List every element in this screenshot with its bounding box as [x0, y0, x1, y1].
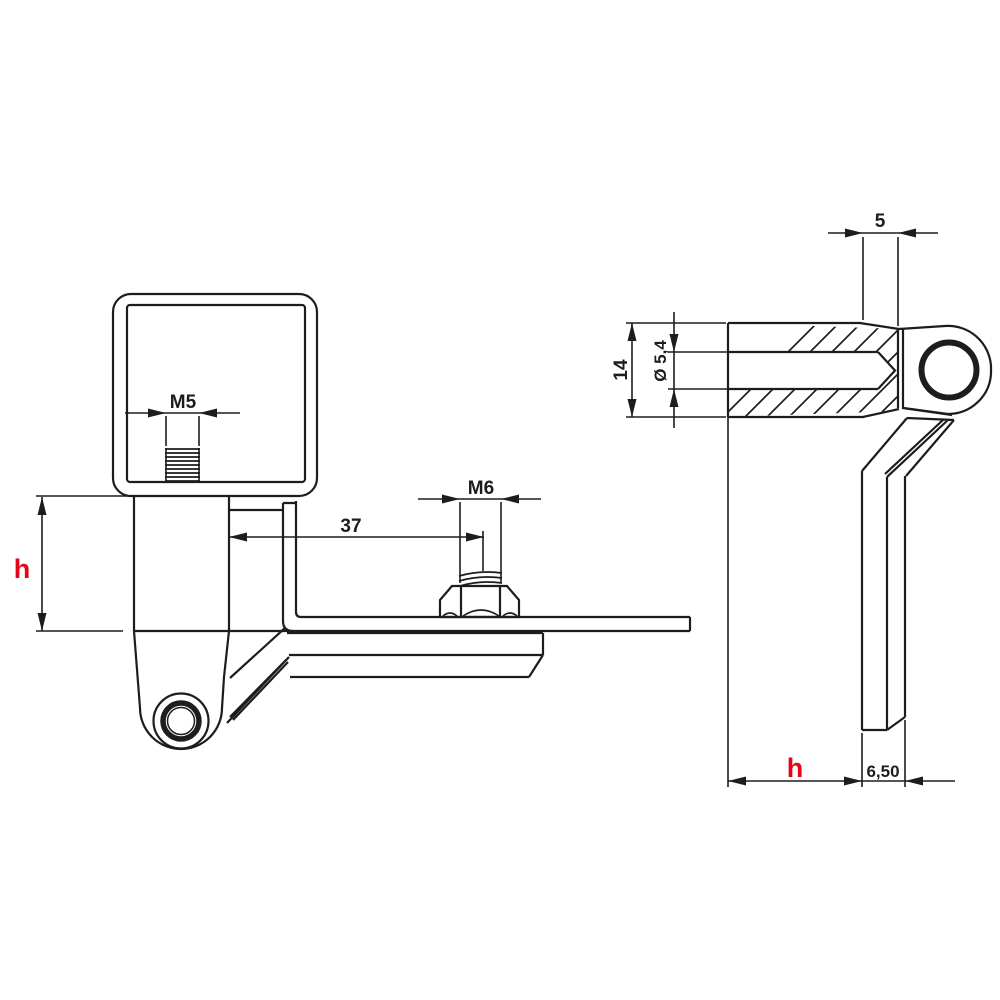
flange-top-line — [301, 615, 692, 631]
h-dimension-lines-front — [36, 495, 133, 632]
square-tube-outer — [111, 292, 319, 498]
thickness-arrow-right — [905, 776, 923, 786]
front-dark-labels: M5 37 M6 — [170, 392, 494, 537]
bore-arrow-top — [669, 334, 679, 352]
dim5-arrow-left — [845, 228, 863, 238]
h-side-arrow-left — [728, 776, 746, 786]
front-part-outlines — [111, 292, 692, 751]
pivot-lug — [132, 630, 231, 751]
lug-head-outline — [898, 324, 993, 416]
section-hatching — [728, 323, 899, 417]
eye-bushing-ring — [160, 700, 202, 742]
m5-dimension-lines — [125, 412, 240, 446]
m5-stud-threads — [165, 448, 200, 482]
label-37: 37 — [340, 516, 361, 537]
eye-inner-circle — [166, 706, 196, 736]
arm-bore — [728, 350, 897, 391]
front-dimensions — [36, 412, 541, 632]
side-view: 5 14 Ø 5,4 6,50 h — [611, 211, 993, 787]
front-details — [152, 448, 518, 750]
dim-37-lines — [229, 531, 484, 571]
gusset-web — [226, 627, 290, 724]
m6-arrow-left — [442, 494, 460, 504]
eye-ring-side — [918, 339, 980, 401]
front-view: M5 37 M6 h — [14, 292, 692, 751]
flat-bar — [860, 471, 907, 732]
side-part-outlines — [726, 321, 993, 732]
dim-bore-lines — [668, 312, 727, 428]
bottom-dimension-lines — [727, 417, 955, 787]
m6-thread-coils — [458, 571, 503, 587]
label-m5: M5 — [170, 392, 197, 413]
clamp-plate — [287, 631, 545, 679]
label-bore: Ø 5,4 — [651, 340, 670, 382]
h-arrow-bottom — [37, 613, 47, 631]
dim-5-lines — [828, 232, 938, 326]
bend-outer-edge — [281, 503, 294, 633]
dim14-arrow-top — [627, 323, 637, 341]
dim37-arrow-left — [229, 532, 247, 542]
h-side-arrow-right — [844, 776, 862, 786]
dim14-arrow-bottom — [627, 399, 637, 417]
m5-arrow-left — [148, 408, 166, 418]
label-5: 5 — [875, 211, 886, 232]
label-h-side: h — [787, 753, 804, 783]
arm-outline — [726, 321, 900, 419]
square-tube-inner — [125, 303, 307, 484]
bore-arrow-bottom — [669, 389, 679, 407]
front-labels: M5 37 M6 h — [14, 392, 494, 584]
hatch-lines — [728, 323, 899, 417]
m6-arrow-right — [501, 494, 519, 504]
dim37-arrow-right — [466, 532, 484, 542]
eye-outer-circle — [152, 692, 210, 750]
neck-joint-lines — [896, 329, 905, 409]
label-thickness: 6,50 — [866, 762, 899, 781]
side-dark-labels: 5 14 Ø 5,4 6,50 — [611, 211, 900, 781]
label-m6: M6 — [468, 478, 494, 499]
label-14: 14 — [611, 359, 632, 381]
m5-arrow-right — [199, 408, 217, 418]
head-bottom-edge — [902, 406, 953, 417]
hex-nut — [438, 584, 521, 619]
leg-top-ticks — [229, 501, 296, 512]
m6-dimension-lines — [418, 498, 541, 583]
h-arrow-top — [37, 497, 47, 515]
side-labels: 5 14 Ø 5,4 6,50 h — [611, 211, 900, 783]
angled-web — [861, 416, 955, 478]
front-arrowheads — [37, 408, 519, 631]
bend-inner-edge — [294, 501, 302, 619]
nut-face-arcs — [442, 609, 518, 617]
stem-edges — [132, 496, 231, 631]
dim5-arrow-right — [898, 228, 916, 238]
side-arrowheads — [627, 228, 923, 786]
label-h-front: h — [14, 554, 31, 584]
